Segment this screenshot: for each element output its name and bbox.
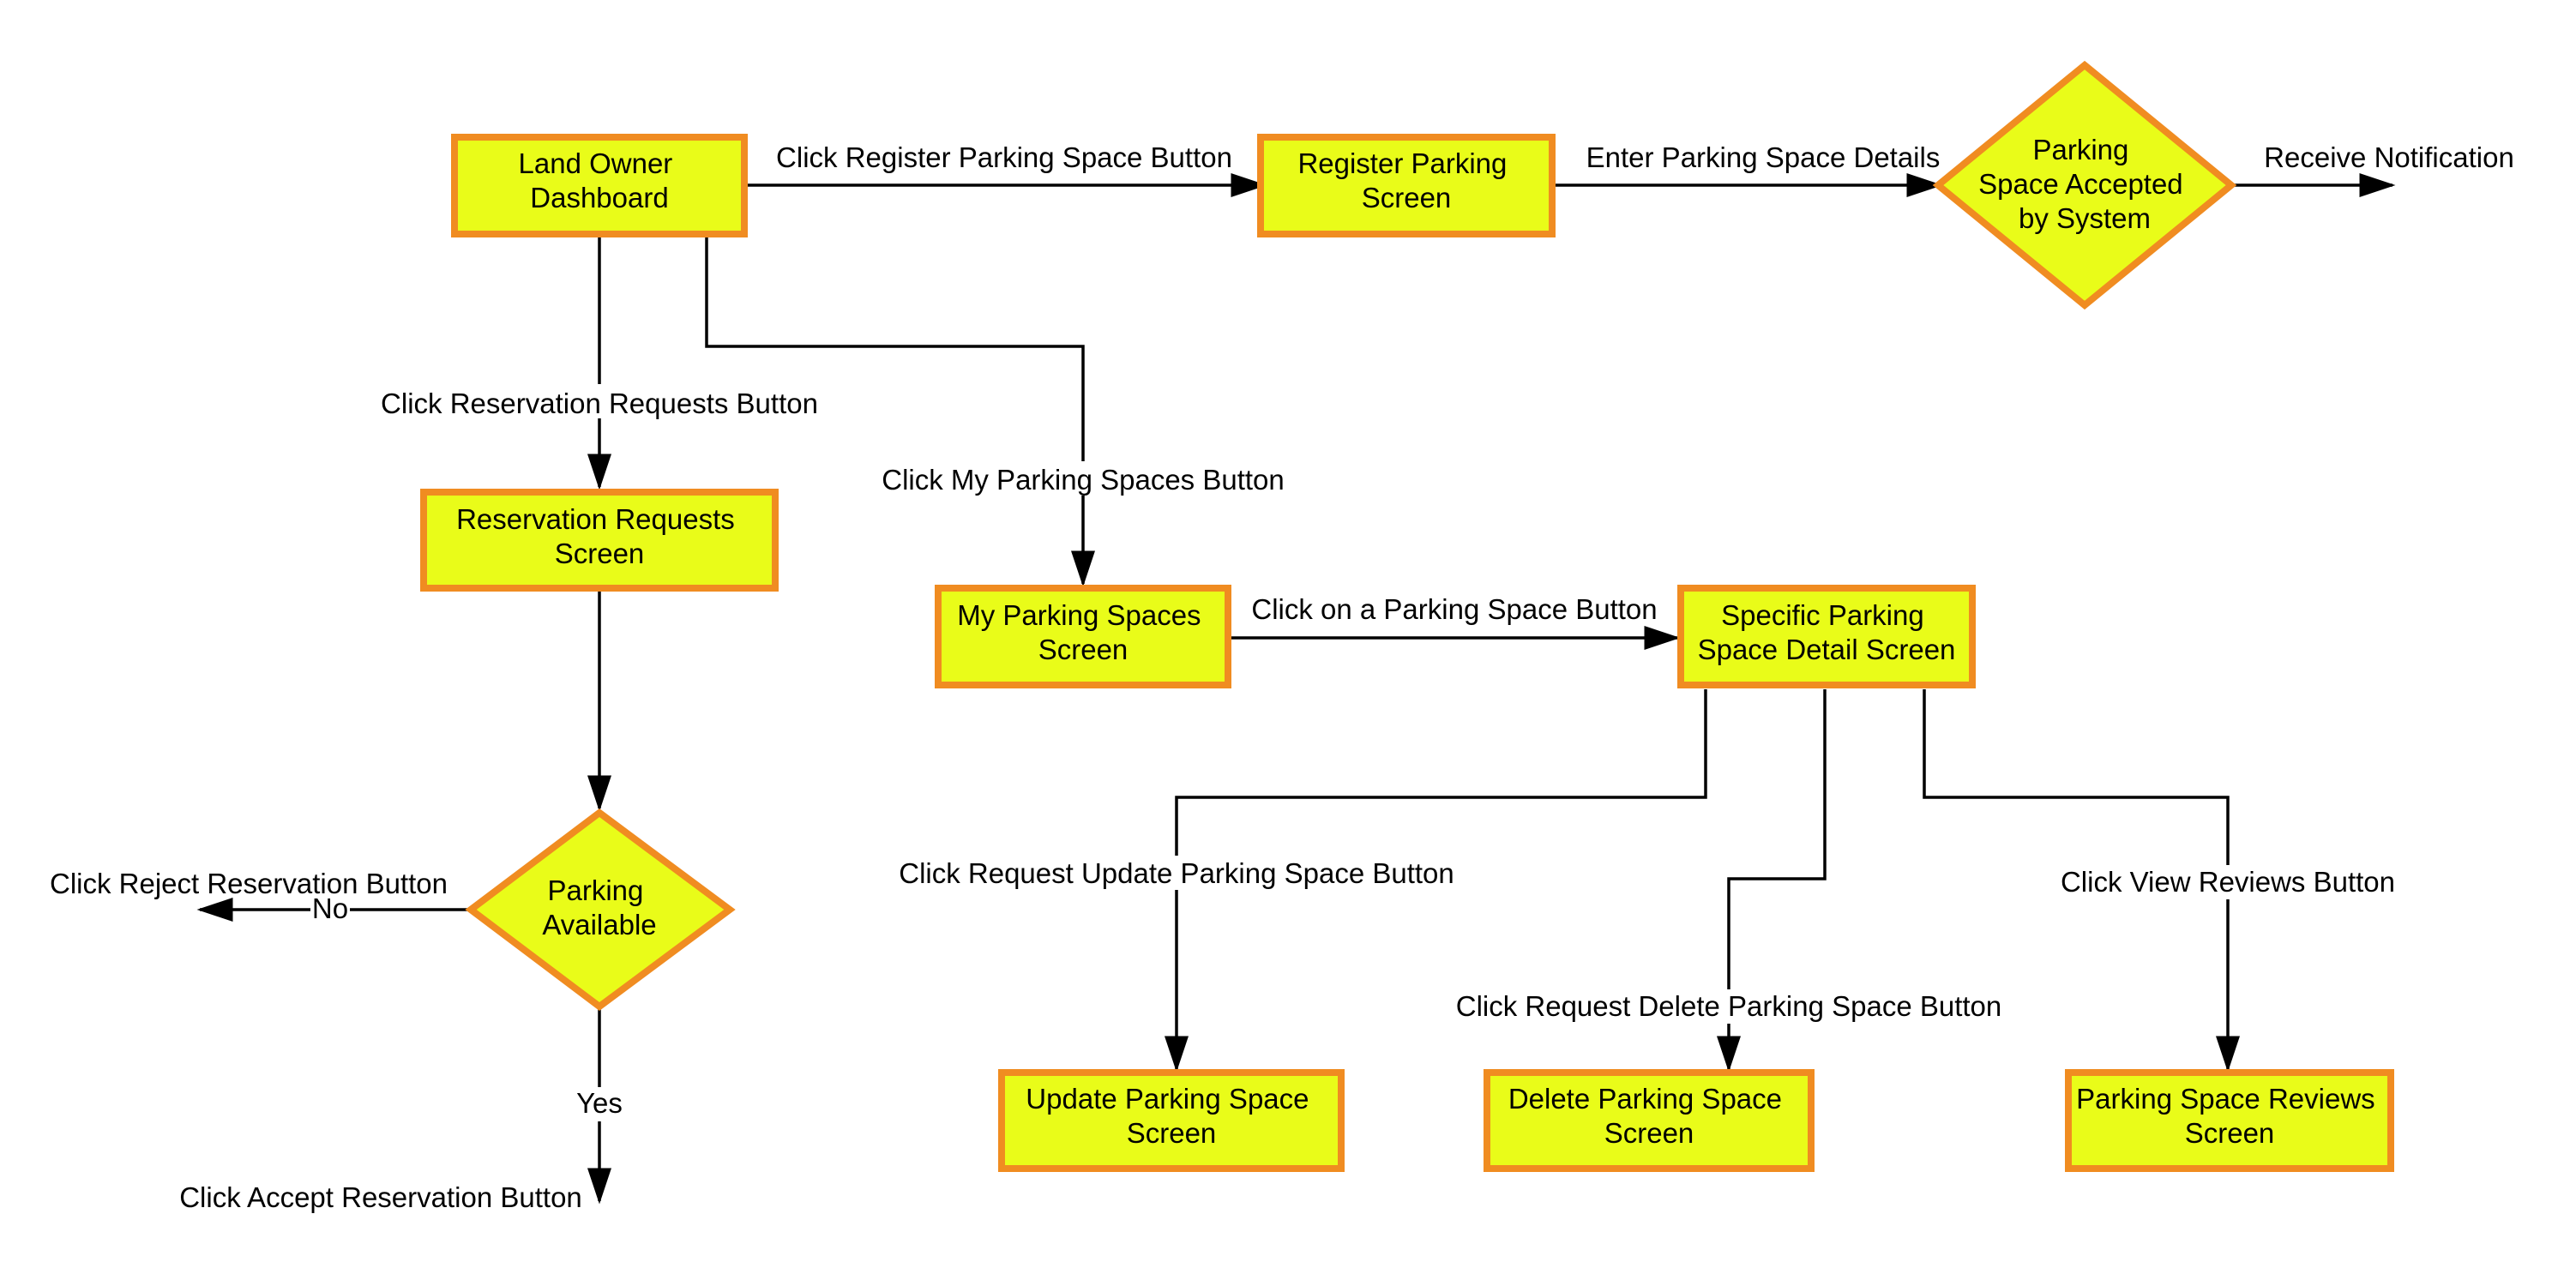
edge-label-click-request-delete: Click Request Delete Parking Space Butto… — [1456, 990, 2002, 1022]
edge-available-to-accept: Yes Click Accept Reservation Button — [179, 1009, 629, 1213]
node-land-owner-dashboard: Land Owner Dashboard — [451, 134, 748, 237]
node-parking-space-reviews-screen: Parking Space Reviews Screen — [2065, 1069, 2394, 1172]
svg-text:Specific Parking Space: Specific Parking Space Detail Screen — [1698, 599, 1956, 665]
edge-label-yes: Yes — [576, 1087, 623, 1119]
node-text-line: Register Parking — [1297, 147, 1507, 179]
svg-text:Reservation Requests S: Reservation Requests Screen — [456, 503, 743, 569]
node-text-line: Screen — [1038, 634, 1129, 665]
node-text-line: Dashboard — [530, 182, 668, 213]
edge-dashboard-to-register: Click Register Parking Space Button — [744, 141, 1267, 197]
node-delete-parking-space-screen: Delete Parking Space Screen — [1484, 1069, 1815, 1172]
node-text-line: My Parking Spaces — [957, 599, 1201, 631]
edge-label-click-request-update: Click Request Update Parking Space Butto… — [899, 857, 1454, 889]
node-text-line: Available — [542, 909, 656, 940]
svg-text:Land Owner Dashboard: Land Owner Dashboard — [519, 147, 681, 213]
edge-label-click-on-parking-space: Click on a Parking Space Button — [1251, 593, 1657, 625]
edge-label-click-accept: Click Accept Reservation Button — [179, 1181, 582, 1213]
edge-label-enter-details: Enter Parking Space Details — [1586, 141, 1941, 173]
node-text-line: Space Detail Screen — [1698, 634, 1956, 665]
edge-detail-to-delete: Click Request Delete Parking Space Butto… — [1449, 689, 2008, 1073]
node-text-line: Screen — [1127, 1117, 1217, 1149]
node-text-line: Screen — [555, 538, 645, 569]
edge-label-click-view-reviews: Click View Reviews Button — [2061, 866, 2395, 898]
edge-dashboard-to-my-parking-spaces: Click My Parking Spaces Button — [705, 237, 1291, 587]
svg-text:Parking Available: Parking Available — [542, 874, 656, 940]
edge-label-click-reject: Click Reject Reservation Button — [50, 868, 448, 899]
edge-label-receive-notification: Receive Notification — [2264, 141, 2514, 173]
svg-text:Update Parking Space S: Update Parking Space Screen — [1026, 1083, 1316, 1149]
edge-available-to-reject: No Click Reject Reservation Button — [50, 868, 469, 924]
svg-text:My Parking Spaces Scre: My Parking Spaces Screen — [957, 599, 1208, 665]
node-text-line: Screen — [2185, 1117, 2275, 1149]
node-update-parking-space-screen: Update Parking Space Screen — [998, 1069, 1345, 1172]
node-text-line: Parking — [547, 874, 643, 906]
svg-text:Delete Parking Space S: Delete Parking Space Screen — [1508, 1083, 1790, 1149]
node-text-line: by System — [2019, 202, 2151, 234]
edge-label-no: No — [312, 892, 348, 924]
edge-label-click-register: Click Register Parking Space Button — [776, 141, 1232, 173]
node-parking-space-accepted-decision: Parking Space Accepted by System — [1932, 60, 2237, 310]
node-text-line: Reservation Requests — [456, 503, 735, 535]
node-text-line: Parking Space Reviews — [2076, 1083, 2375, 1115]
edge-my-parking-spaces-to-detail: Click on a Parking Space Button — [1230, 593, 1681, 650]
node-text-line: Specific Parking — [1721, 599, 1924, 631]
node-my-parking-spaces-screen: My Parking Spaces Screen — [935, 585, 1231, 688]
edge-detail-to-reviews: Click View Reviews Button — [1923, 689, 2401, 1073]
node-text-line: Update Parking Space — [1026, 1083, 1309, 1115]
node-parking-available-decision: Parking Available — [465, 808, 736, 1011]
node-register-parking-screen: Register Parking Screen — [1257, 134, 1556, 237]
node-text-line: Space Accepted — [1978, 168, 2183, 200]
svg-text:Parking Space Reviews: Parking Space Reviews Screen — [2076, 1083, 2383, 1149]
edge-accepted-to-notification: Receive Notification — [2233, 141, 2514, 197]
edge-register-to-accepted: Enter Parking Space Details — [1554, 141, 1943, 197]
node-text-line: Parking — [2032, 134, 2128, 165]
node-specific-parking-space-detail-screen: Specific Parking Space Detail Screen — [1677, 585, 1976, 688]
edge-label-click-my-parking-spaces: Click My Parking Spaces Button — [882, 464, 1285, 496]
node-text-line: Delete Parking Space — [1508, 1083, 1782, 1115]
svg-text:Parking Space Accepted: Parking Space Accepted by System — [1978, 134, 2191, 234]
node-text-line: Screen — [1362, 182, 1452, 213]
node-text-line: Land Owner — [519, 147, 673, 179]
edge-dashboard-to-reservation-requests: Click Reservation Requests Button — [376, 237, 823, 490]
node-text-line: Screen — [1604, 1117, 1694, 1149]
edge-detail-to-update: Click Request Update Parking Space Butto… — [892, 689, 1707, 1073]
node-reservation-requests-screen: Reservation Requests Screen — [420, 489, 779, 592]
edge-label-click-reservation-requests: Click Reservation Requests Button — [381, 388, 818, 419]
svg-text:Register Parking Scree: Register Parking Screen — [1297, 147, 1514, 213]
